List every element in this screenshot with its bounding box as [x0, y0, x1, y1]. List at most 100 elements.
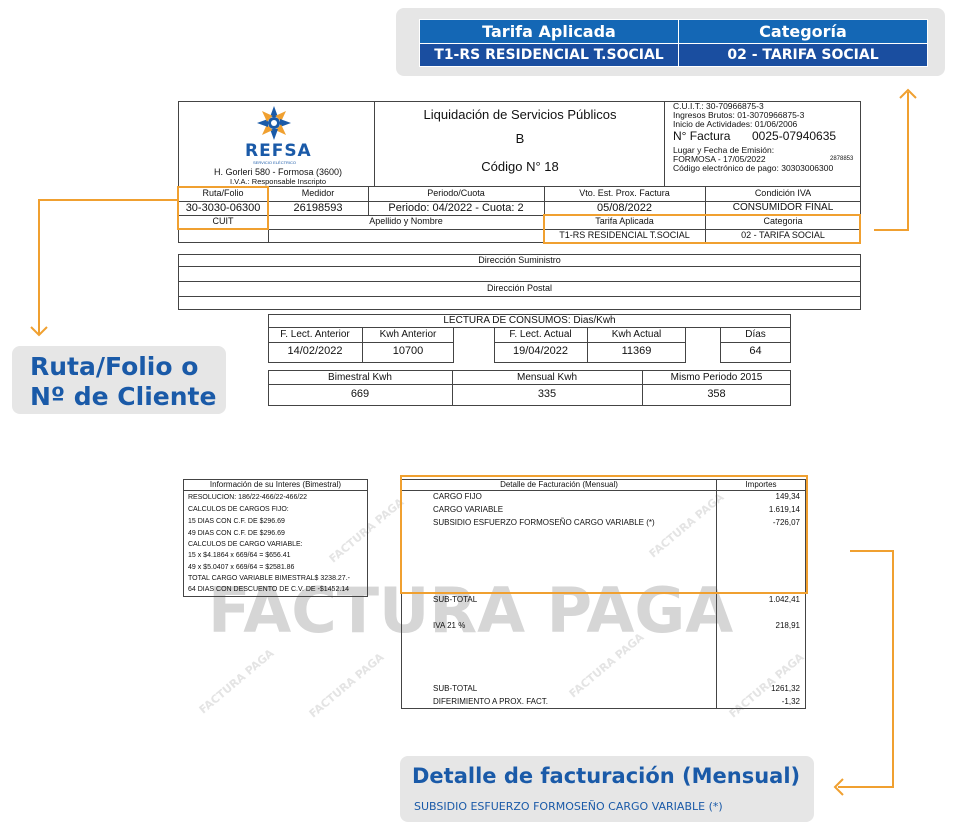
fiscal-codigo-pago: Código electrónico de pago: 30303006300	[673, 163, 834, 173]
tarifa-highlight	[543, 214, 861, 244]
direccion-postal: Dirección Postal	[486, 283, 553, 293]
fiscal-factura-label: N° Factura	[673, 129, 731, 143]
arrow-down-icon	[30, 326, 48, 337]
company-logo-text: REFSA	[245, 141, 312, 161]
watermark-factura-paga: FACTURA PAGA	[208, 574, 734, 647]
doc-letter: B	[515, 131, 525, 146]
tariff-callout-col1-header: Tarifa Aplicada	[419, 19, 679, 44]
ruta-highlight	[177, 186, 269, 230]
condicion-label: Condición IVA	[754, 188, 812, 198]
bimestral-label: Bimestral Kwh	[328, 372, 392, 383]
iva-label: IVA 21 %	[433, 621, 466, 630]
subtotal2-value: 1261,32	[771, 684, 800, 693]
fiscal-lugar-label: Lugar y Fecha de Emisión:	[673, 145, 775, 155]
dias-box	[720, 327, 791, 363]
mismo-periodo-label: Mismo Periodo 2015	[670, 372, 763, 383]
subtotal1-value: 1.042,41	[768, 595, 800, 604]
company-logo-subtext: SERVICIO ELÉCTRICO	[253, 160, 297, 165]
f-lect-actual: 19/04/2022	[512, 345, 569, 357]
connector-line	[38, 199, 178, 201]
categoria-label: Categoria	[763, 216, 803, 226]
mensual-value: 335	[537, 388, 557, 400]
lectura-actual-box	[494, 327, 686, 363]
connector-line	[907, 92, 909, 230]
tariff-callout-col2-header: Categoría	[678, 19, 928, 44]
kwh-anterior-label: Kwh Anterior	[379, 329, 437, 340]
fiscal-cuit: C.U.I.T.: 30-70966875-3	[673, 101, 764, 111]
subtotal2-label: SUB-TOTAL	[433, 684, 478, 693]
cuit-label: CUIT	[212, 216, 234, 226]
info-line: 49 x $5.0407 x 669/64 = $2581.86	[188, 564, 295, 571]
importes-header: Importes	[745, 480, 777, 489]
f-lect-anterior: 14/02/2022	[287, 345, 343, 357]
connector-line	[850, 550, 894, 552]
doc-title: Liquidación de Servicios Públicos	[423, 107, 617, 122]
periodo-value: Periodo: 04/2022 - Cuota: 2	[388, 202, 524, 214]
consumo-box	[268, 370, 791, 406]
kwh-actual-label: Kwh Actual	[611, 329, 662, 340]
arrow-up-icon	[899, 88, 917, 99]
info-line: CALCULOS DE CARGOS FIJO:	[188, 506, 289, 513]
iva-value: 218,91	[775, 621, 800, 630]
connector-line	[874, 229, 909, 231]
tariff-callout-table: Tarifa Aplicada Categoría T1-RS RESIDENC…	[419, 19, 928, 67]
detalle-callout-title: Detalle de facturación (Mensual)	[412, 764, 801, 788]
detalle-header: Detalle de Facturación (Mensual)	[500, 480, 618, 489]
info-line: 15 DIAS CON C.F. DE $296.69	[188, 518, 285, 525]
tarifa-value: T1-RS RESIDENCIAL T.SOCIAL	[559, 230, 690, 240]
lectura-anterior-box	[268, 327, 454, 363]
apellido-label: Apellido y Nombre	[369, 216, 443, 226]
info-line: TOTAL CARGO VARIABLE BIMESTRAL$ 3238.27.…	[188, 575, 350, 582]
billing-item-label: SUBSIDIO ESFUERZO FORMOSEÑO CARGO VARIAB…	[433, 518, 655, 527]
info-header: Información de su Interes (Bimestral)	[209, 480, 342, 489]
condicion-value: CONSUMIDOR FINAL	[732, 202, 834, 213]
fiscal-lugar-number: 2878853	[830, 156, 854, 162]
tarifa-label: Tarifa Aplicada	[595, 216, 654, 226]
periodo-label: Periodo/Cuota	[427, 188, 485, 198]
tariff-callout-col2-value: 02 - TARIFA SOCIAL	[678, 43, 928, 67]
ruta-value: 30-3030-06300	[185, 202, 261, 214]
detalle-callout-subtitle: SUBSIDIO ESFUERZO FORMOSEÑO CARGO VARIAB…	[414, 800, 723, 813]
subtotal1-label: SUB-TOTAL	[433, 595, 478, 604]
info-line: 64 DIAS CON DESCUENTO DE C.V. DE -$1452.…	[188, 586, 350, 593]
billing-item-amount: -726,07	[772, 518, 800, 527]
refsa-logo-icon	[257, 106, 291, 140]
arrow-left-icon	[833, 778, 844, 796]
billing-item-amount: 1.619,14	[768, 505, 800, 514]
info-line: CALCULOS DE CARGO VARIABLE:	[188, 541, 303, 548]
billing-item-label: CARGO FIJO	[433, 492, 482, 501]
ruta-callout-line1: Ruta/Folio o	[30, 352, 199, 381]
info-line: 49 DIAS CON C.F. DE $296.69	[188, 530, 285, 537]
vto-value: 05/08/2022	[596, 202, 653, 214]
watermark-small: FACTURA PAGA	[196, 646, 277, 717]
billing-item-label: CARGO VARIABLE	[433, 505, 504, 514]
company-iva: I.V.A.: Responsable Inscripto	[229, 177, 327, 186]
direccion-suministro: Dirección Suministro	[478, 255, 561, 265]
connector-line	[38, 199, 40, 334]
watermark-small: FACTURA PAGA	[306, 650, 387, 721]
diferimiento-value: -1,32	[781, 697, 800, 706]
detalle-callout: Detalle de facturación (Mensual) SUBSIDI…	[400, 756, 814, 822]
connector-line	[838, 786, 894, 788]
invoice-header-frame	[178, 101, 861, 243]
fiscal-factura-number: 0025-07940635	[752, 129, 837, 143]
f-lect-actual-label: F. Lect. Actual	[509, 329, 572, 340]
billing-item-amount: 149,34	[775, 492, 800, 501]
medidor-value: 26198593	[293, 202, 343, 214]
doc-code: Código N° 18	[481, 159, 559, 174]
ruta-callout: Ruta/Folio o Nº de Cliente	[12, 346, 226, 414]
kwh-actual: 11369	[621, 345, 652, 357]
address-box	[178, 254, 861, 310]
diferimiento-label: DIFERIMIENTO A PROX. FACT.	[433, 697, 548, 706]
connector-line	[892, 550, 894, 788]
mismo-periodo-value: 358	[707, 388, 726, 400]
tariff-callout-col1-value: T1-RS RESIDENCIAL T.SOCIAL	[419, 43, 679, 67]
fiscal-lugar-value: FORMOSA - 17/05/2022	[673, 154, 766, 164]
bimestral-value: 669	[350, 388, 370, 400]
f-lect-anterior-label: F. Lect. Anterior	[280, 329, 350, 340]
fiscal-inicio: Inicio de Actividades: 01/06/2006	[673, 119, 798, 129]
detalle-highlight	[400, 475, 808, 594]
info-line: 15 x $4.1864 x 669/64 = $656.41	[188, 552, 291, 559]
medidor-label: Medidor	[301, 188, 335, 198]
info-line: RESOLUCION: 186/22-466/22-466/22	[188, 494, 308, 501]
